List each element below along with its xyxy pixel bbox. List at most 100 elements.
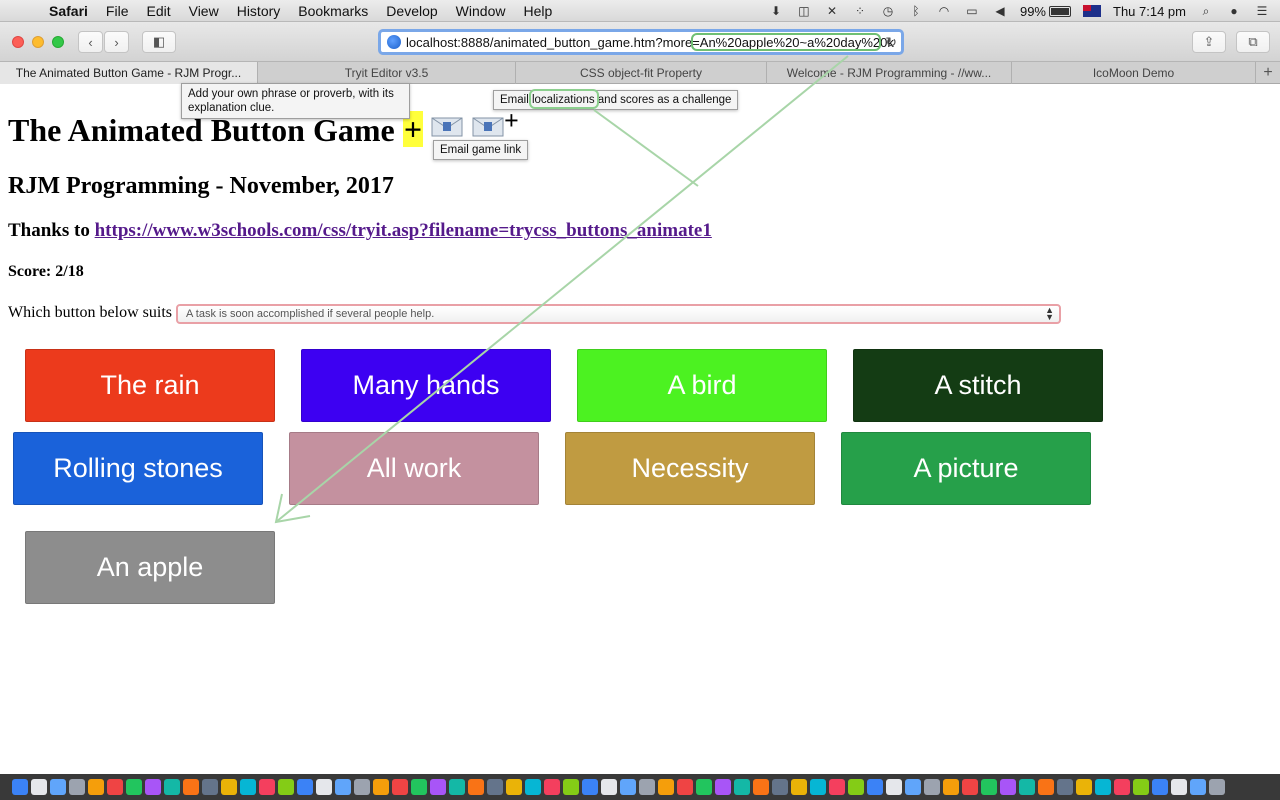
reload-icon[interactable]: ↻ bbox=[885, 34, 897, 50]
answer-button-the-rain[interactable]: The rain bbox=[25, 349, 275, 422]
new-tab-button[interactable]: + bbox=[1256, 62, 1280, 83]
dock-app-icon[interactable] bbox=[164, 779, 180, 795]
answer-button-many-hands[interactable]: Many hands bbox=[301, 349, 551, 422]
tab-welcome-rjm[interactable]: Welcome - RJM Programming - //ww... bbox=[767, 62, 1012, 84]
user-avatar-icon[interactable]: ● bbox=[1230, 4, 1238, 18]
dock-app-icon[interactable] bbox=[392, 779, 408, 795]
dock-app-icon[interactable] bbox=[544, 779, 560, 795]
dock-app-icon[interactable] bbox=[981, 779, 997, 795]
dock-app-icon[interactable] bbox=[905, 779, 921, 795]
wifi-icon[interactable]: ◠ bbox=[938, 4, 950, 18]
dock-app-icon[interactable] bbox=[677, 779, 693, 795]
dock-app-icon[interactable] bbox=[962, 779, 978, 795]
dock-app-icon[interactable] bbox=[1076, 779, 1092, 795]
sidebar-toggle-button[interactable]: ◧ bbox=[142, 31, 176, 53]
dock-app-icon[interactable] bbox=[506, 779, 522, 795]
minimize-window-button[interactable] bbox=[32, 36, 44, 48]
dock-app-icon[interactable] bbox=[943, 779, 959, 795]
tab-tryit-editor[interactable]: Tryit Editor v3.5 bbox=[258, 62, 516, 84]
dock-app-icon[interactable] bbox=[50, 779, 66, 795]
scrivener-icon[interactable]: ◫ bbox=[798, 4, 810, 18]
dock-app-icon[interactable] bbox=[639, 779, 655, 795]
dock-app-icon[interactable] bbox=[1000, 779, 1016, 795]
notification-center-icon[interactable]: ☰ bbox=[1256, 4, 1268, 18]
dock-app-icon[interactable] bbox=[658, 779, 674, 795]
email-challenge-icon[interactable] bbox=[431, 117, 463, 137]
dock-app-icon[interactable] bbox=[240, 779, 256, 795]
spotlight-search-icon[interactable]: ⌕ bbox=[1202, 3, 1210, 18]
answer-button-a-stitch[interactable]: A stitch bbox=[853, 349, 1103, 422]
clock[interactable]: Thu 7:14 pm bbox=[1113, 3, 1186, 19]
dock-app-icon[interactable] bbox=[221, 779, 237, 795]
dock-app-icon[interactable] bbox=[1171, 779, 1187, 795]
menu-window[interactable]: Window bbox=[455, 2, 506, 19]
dock-app-icon[interactable] bbox=[259, 779, 275, 795]
dock-app-icon[interactable] bbox=[601, 779, 617, 795]
dock-app-icon[interactable] bbox=[1057, 779, 1073, 795]
close-window-button[interactable] bbox=[12, 36, 24, 48]
time-machine-icon[interactable]: ◷ bbox=[882, 4, 894, 18]
airplay-icon[interactable]: ▭ bbox=[966, 4, 978, 18]
answer-button-rolling-stones[interactable]: Rolling stones bbox=[13, 432, 263, 505]
dock-app-icon[interactable] bbox=[886, 779, 902, 795]
w3schools-link[interactable]: https://www.w3schools.com/css/tryit.asp?… bbox=[94, 220, 712, 241]
dock-app-icon[interactable] bbox=[772, 779, 788, 795]
show-tabs-button[interactable]: ⧉ bbox=[1236, 31, 1270, 53]
email-link-icon[interactable] bbox=[472, 117, 504, 137]
dock-app-icon[interactable] bbox=[1209, 779, 1225, 795]
battery-status[interactable]: 99% bbox=[1020, 4, 1071, 19]
tab-css-object-fit[interactable]: CSS object-fit Property bbox=[516, 62, 767, 84]
dock-app-icon[interactable] bbox=[715, 779, 731, 795]
zoom-window-button[interactable] bbox=[52, 36, 64, 48]
dock-app-icon[interactable] bbox=[297, 779, 313, 795]
dock-app-icon[interactable] bbox=[354, 779, 370, 795]
menu-develop[interactable]: Develop bbox=[386, 2, 438, 19]
dock-app-icon[interactable] bbox=[1114, 779, 1130, 795]
dock-app-icon[interactable] bbox=[411, 779, 427, 795]
dock-app-icon[interactable] bbox=[525, 779, 541, 795]
dock-app-icon[interactable] bbox=[373, 779, 389, 795]
menu-safari[interactable]: Safari bbox=[49, 2, 88, 19]
back-button[interactable]: ‹ bbox=[78, 31, 103, 53]
clue-select[interactable]: A task is soon accomplished if several p… bbox=[176, 304, 1061, 324]
dock-app-icon[interactable] bbox=[924, 779, 940, 795]
dock-app-icon[interactable] bbox=[107, 779, 123, 795]
dock-app-icon[interactable] bbox=[316, 779, 332, 795]
answer-button-all-work[interactable]: All work bbox=[289, 432, 539, 505]
dock-app-icon[interactable] bbox=[753, 779, 769, 795]
dock-app-icon[interactable] bbox=[1095, 779, 1111, 795]
tab-icomoon-demo[interactable]: IcoMoon Demo bbox=[1012, 62, 1256, 84]
menu-file[interactable]: File bbox=[105, 2, 129, 19]
grid-icon[interactable]: ⁘ bbox=[854, 4, 865, 18]
dock-app-icon[interactable] bbox=[1038, 779, 1054, 795]
menu-edit[interactable]: Edit bbox=[146, 2, 171, 19]
dock-app-icon[interactable] bbox=[487, 779, 503, 795]
address-bar[interactable]: localhost:8888/animated_button_game.htm?… bbox=[378, 29, 904, 55]
download-icon[interactable]: ⬇ bbox=[770, 4, 781, 18]
dock-app-icon[interactable] bbox=[582, 779, 598, 795]
dock-app-icon[interactable] bbox=[126, 779, 142, 795]
answer-button-necessity[interactable]: Necessity bbox=[565, 432, 815, 505]
bluetooth-icon[interactable]: ᛒ bbox=[912, 4, 920, 18]
dock-app-icon[interactable] bbox=[867, 779, 883, 795]
tab-animated-button-game[interactable]: The Animated Button Game - RJM Progr... bbox=[0, 62, 258, 84]
dock-app-icon[interactable] bbox=[335, 779, 351, 795]
forward-button[interactable]: › bbox=[104, 31, 129, 53]
dock-app-icon[interactable] bbox=[69, 779, 85, 795]
dock-app-icon[interactable] bbox=[696, 779, 712, 795]
tools-icon[interactable]: ✕ bbox=[826, 4, 837, 18]
dock-app-icon[interactable] bbox=[430, 779, 446, 795]
dock-app-icon[interactable] bbox=[468, 779, 484, 795]
dock-app-icon[interactable] bbox=[12, 779, 28, 795]
dock-app-icon[interactable] bbox=[31, 779, 47, 795]
dock-app-icon[interactable] bbox=[1019, 779, 1035, 795]
share-button[interactable]: ⇪ bbox=[1192, 31, 1226, 53]
dock-app-icon[interactable] bbox=[1152, 779, 1168, 795]
dock-app-icon[interactable] bbox=[810, 779, 826, 795]
dock-app-icon[interactable] bbox=[829, 779, 845, 795]
dock-app-icon[interactable] bbox=[620, 779, 636, 795]
dock-app-icon[interactable] bbox=[449, 779, 465, 795]
dock-app-icon[interactable] bbox=[734, 779, 750, 795]
menu-history[interactable]: History bbox=[236, 2, 281, 19]
answer-button-an-apple[interactable]: An apple bbox=[25, 531, 275, 604]
